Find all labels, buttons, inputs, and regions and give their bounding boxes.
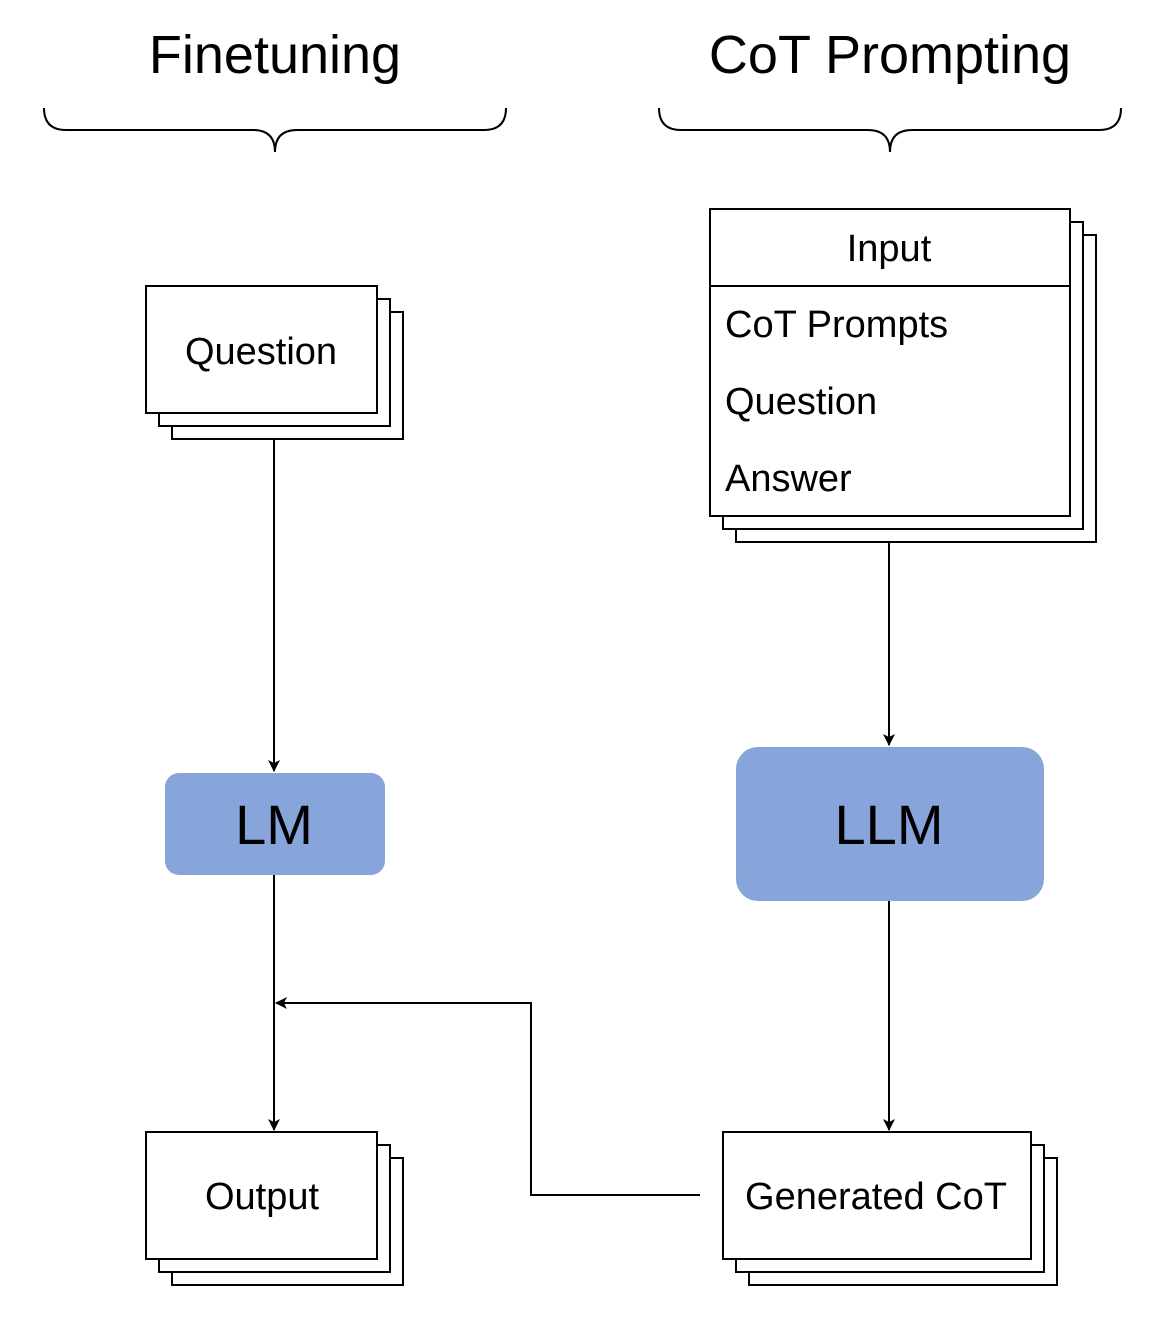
lm-model-box: LM — [165, 773, 385, 875]
heading-cot-prompting: CoT Prompting — [709, 25, 1071, 85]
llm-label: LLM — [835, 793, 944, 856]
llm-model-box: LLM — [736, 747, 1044, 901]
input-item-cot-prompts: CoT Prompts — [725, 304, 948, 346]
input-header-label: Input — [847, 228, 932, 270]
input-item-answer: Answer — [725, 458, 852, 500]
brace-finetuning — [43, 107, 507, 153]
question-document-stack: Question — [145, 285, 404, 440]
generated-cot-label: Generated CoT — [745, 1176, 1007, 1218]
lm-label: LM — [235, 793, 313, 856]
question-label: Question — [185, 331, 337, 373]
heading-finetuning: Finetuning — [149, 25, 401, 85]
brace-cot-prompting — [658, 107, 1122, 153]
input-document-stack: Input CoT Prompts Question Answer — [709, 208, 1097, 543]
output-document-stack: Output — [145, 1131, 404, 1286]
arrow-generated-cot-to-finetuning — [275, 997, 700, 1196]
generated-cot-document-stack: Generated CoT — [722, 1131, 1058, 1286]
input-item-question: Question — [725, 381, 877, 423]
output-label: Output — [205, 1176, 320, 1218]
